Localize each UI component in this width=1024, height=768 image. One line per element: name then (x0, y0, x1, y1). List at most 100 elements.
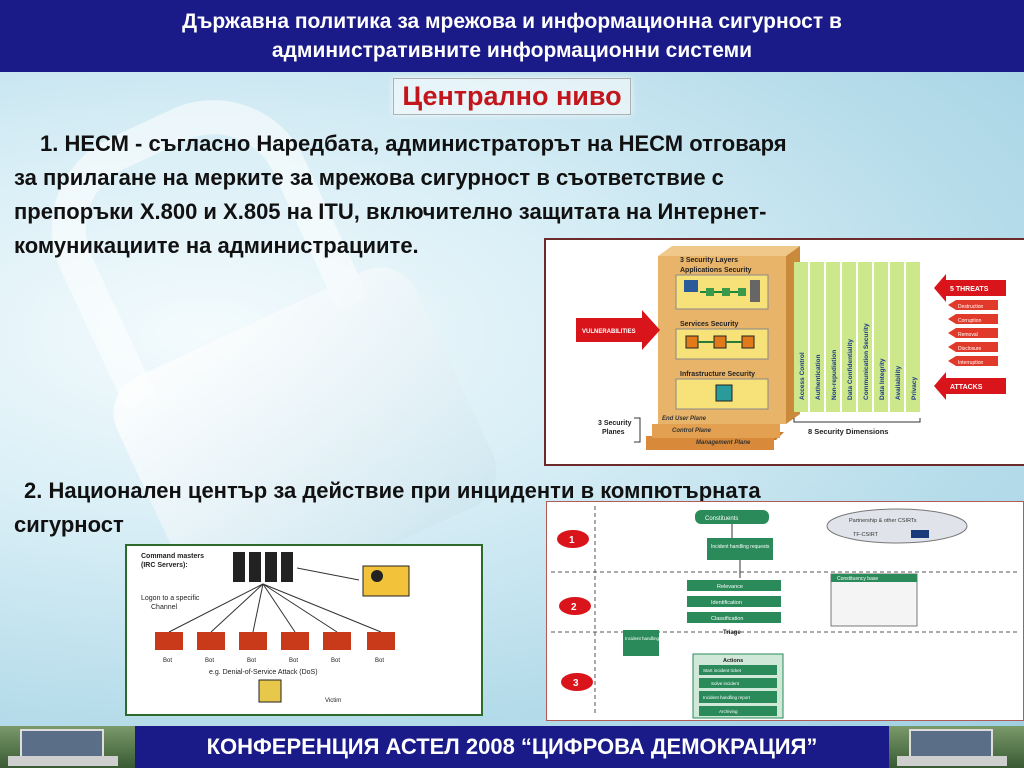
attacker-head-icon (371, 570, 383, 582)
paragraph-cert: 2. Национален център за действие при инц… (14, 474, 1014, 542)
action-label: Start incident ticket (703, 668, 742, 673)
x805-diagram-svg: Management Plane Control Plane End User … (576, 246, 1006, 450)
bot-computer-icon (197, 632, 225, 650)
bots: Bot Bot Bot Bot Bot Bot (155, 632, 395, 664)
dimension-bar (906, 262, 920, 412)
plane-top (658, 246, 800, 256)
masters-label-1: Command masters (141, 553, 204, 560)
bot-link (210, 583, 264, 633)
server-icon (750, 280, 760, 302)
threat-item-label: Removal (958, 332, 978, 338)
bot-computer-icon (155, 632, 183, 650)
attacks-label: ATTACKS (950, 384, 983, 391)
security-dimensions: Access Control Authentication Non-repudi… (793, 262, 921, 436)
action-label: Archiving (719, 709, 738, 714)
footer-text: КОНФЕРЕНЦИЯ АСТЕЛ 2008 “ЦИФРОВА ДЕМОКРАЦ… (206, 734, 818, 759)
laptop-image-left (0, 726, 135, 768)
vulnerabilities-arrow (576, 310, 660, 350)
dimension-bar (794, 262, 808, 412)
vulnerabilities-label: VULNERABILITIES (582, 329, 636, 335)
bot-label: Bot (289, 658, 298, 664)
partner-logo-icon (911, 530, 929, 538)
dimensions-bracket (793, 418, 921, 423)
threat-item-label: Destruction (958, 304, 984, 310)
dimension-bar (842, 262, 856, 412)
threat-item (948, 328, 998, 338)
actions-label: Actions (723, 658, 743, 664)
planes-label-2: Planes (602, 429, 625, 436)
action-item (699, 665, 777, 675)
laptop-image-right (889, 726, 1024, 768)
dimension-bar (858, 262, 872, 412)
dimension-bar (890, 262, 904, 412)
paragraph-nesm: 1. НЕСМ - съгласно Наредбата, администра… (14, 127, 1014, 263)
bot-link (252, 583, 264, 633)
threats-arrow (934, 274, 1006, 302)
bot-link (262, 583, 382, 633)
dimension-bar (826, 262, 840, 412)
dimension-label: Availability (895, 366, 902, 400)
dimension-label: Non-repudiation (831, 350, 838, 400)
bot-label: Bot (375, 658, 384, 664)
bot-label: Bot (163, 658, 172, 664)
footer-bar: КОНФЕРЕНЦИЯ АСТЕЛ 2008 “ЦИФРОВА ДЕМОКРАЦ… (0, 726, 1024, 768)
management-plane (646, 436, 774, 450)
dimension-label: Access Control (799, 352, 806, 400)
threat-item (948, 314, 998, 324)
bot-links (168, 583, 382, 633)
bot-label: Bot (247, 658, 256, 664)
incident-requests-box (707, 538, 773, 560)
slide-subtitle: Централно ниво (0, 78, 1024, 115)
bot-computer-icon (323, 632, 351, 650)
app-node-icon (722, 288, 730, 296)
para1-line: препоръки Х.800 и Х.805 на ITU, включите… (14, 199, 767, 224)
classification-label: Classification (711, 616, 743, 622)
victim-label: Victim (325, 698, 341, 704)
bot-label: Bot (205, 658, 214, 664)
action-item (699, 706, 777, 716)
services-security-label: Services Security (680, 321, 738, 328)
threat-list: Destruction Corruption Removal Disclosur… (948, 300, 998, 366)
step-badge (557, 530, 589, 548)
laptop-keyboard (8, 756, 118, 766)
server-icon (281, 552, 293, 582)
dimension-label: Privacy (911, 376, 918, 400)
para2-line: 2. Национален център за действие при инц… (24, 478, 761, 503)
service-node-icon (685, 335, 699, 349)
app-node-icon (706, 288, 714, 296)
action-item (699, 691, 777, 703)
identification-label: Identification (711, 600, 742, 606)
dimensions-title: 8 Security Dimensions (808, 427, 888, 436)
botnet-diagram-svg: Command masters (IRC Servers): Logon to … (141, 552, 410, 704)
infra-security-label: Infrastructure Security (680, 371, 755, 378)
dimension-label: Data Integrity (879, 358, 886, 400)
step-number: 1 (569, 535, 575, 546)
step-number: 3 (573, 678, 579, 689)
service-node-icon (741, 335, 755, 349)
bot-computer-icon (281, 632, 309, 650)
step-badge (561, 673, 593, 691)
laptop-keyboard (897, 756, 1007, 766)
constituency-label: Constituency base (837, 576, 878, 582)
management-plane-label: Management Plane (696, 440, 751, 446)
action-label: Incident handling report (703, 695, 751, 700)
bot-link (168, 583, 264, 633)
slide-title-bar: Държавна политика за мрежова и информаци… (0, 0, 1024, 72)
computer-icon (684, 280, 698, 292)
planes-label-1: 3 Security (598, 420, 632, 427)
layers-title: 3 Security Layers (680, 257, 738, 264)
masters-label-2: (IRC Servers): (141, 562, 188, 569)
attacks-arrow (934, 372, 1006, 400)
para2-line: сигурност (14, 512, 124, 537)
dimension-bar (810, 262, 824, 412)
incident-process-box (623, 630, 659, 656)
relevance-box (687, 580, 781, 591)
triage-label: Triage (723, 630, 741, 636)
dimension-bar (874, 262, 888, 412)
slide-title-line2: административните информационни системи (271, 39, 753, 62)
bot-computer-icon (367, 632, 395, 650)
dimension-label: Communication Security (863, 323, 870, 400)
constituency-base-table (830, 573, 918, 627)
router-icon (715, 384, 733, 402)
victim-computer-icon (258, 679, 282, 703)
